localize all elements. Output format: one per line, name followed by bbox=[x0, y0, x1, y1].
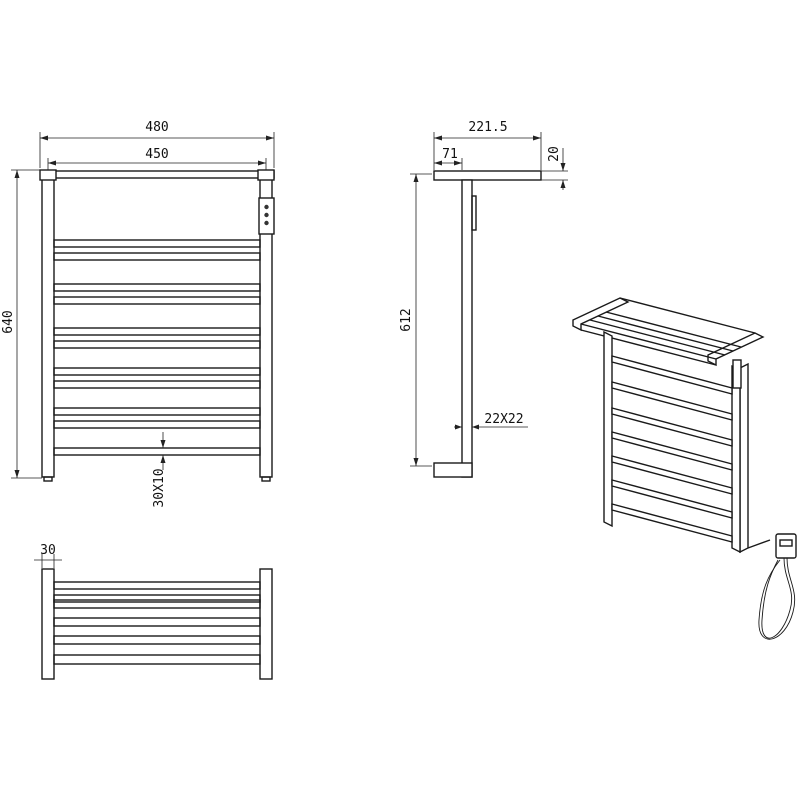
side-top-shelf bbox=[433, 170, 542, 181]
dim-20: 20 bbox=[541, 146, 568, 190]
top-bar bbox=[53, 617, 261, 627]
front-rungs bbox=[53, 239, 261, 456]
side-view: 221.5 71 20 612 bbox=[399, 120, 568, 478]
front-left-foot bbox=[43, 476, 53, 482]
dim-71: 71 bbox=[434, 147, 463, 170]
side-bracket bbox=[471, 195, 477, 231]
control-button-1 bbox=[264, 204, 269, 210]
top-view: 30 bbox=[34, 543, 273, 680]
front-top-shelf bbox=[41, 170, 275, 179]
dim-label-overall-width: 480 bbox=[145, 120, 168, 135]
rung bbox=[53, 380, 261, 389]
rung bbox=[53, 296, 261, 305]
iso-shelf-left-end bbox=[572, 297, 630, 332]
rung bbox=[53, 367, 261, 376]
dim-612: 612 bbox=[399, 173, 432, 467]
control-button-3 bbox=[264, 220, 269, 226]
dim-label-side-height: 612 bbox=[399, 308, 414, 331]
rung bbox=[53, 420, 261, 429]
front-left-cap bbox=[39, 169, 57, 181]
control-button-2 bbox=[264, 212, 269, 218]
dim-label-depth: 221.5 bbox=[468, 120, 507, 135]
front-right-cap bbox=[257, 169, 275, 181]
dim-640: 640 bbox=[1, 169, 42, 479]
top-left-post bbox=[41, 568, 55, 680]
dim-30: 30 bbox=[34, 543, 62, 568]
top-bar bbox=[53, 635, 261, 645]
side-foot bbox=[433, 462, 473, 478]
rung bbox=[53, 283, 261, 292]
dim-22x22: 22X22 bbox=[454, 412, 528, 430]
dim-480: 480 bbox=[39, 120, 275, 168]
rung bbox=[53, 340, 261, 349]
isometric-view bbox=[572, 297, 797, 640]
rung bbox=[53, 407, 261, 416]
front-view: 480 450 640 30X10 bbox=[1, 120, 275, 508]
dim-label-overall-height: 640 bbox=[1, 310, 16, 333]
dim-label-top-depth: 30 bbox=[40, 543, 56, 558]
plug-and-cord bbox=[747, 533, 797, 640]
dim-label-shelf-thickness: 20 bbox=[547, 146, 562, 162]
top-bar bbox=[53, 581, 261, 590]
dim-221-5: 221.5 bbox=[433, 120, 542, 170]
top-bar bbox=[53, 594, 261, 603]
dim-label-offset: 71 bbox=[442, 147, 458, 162]
top-bar bbox=[53, 599, 261, 609]
dim-label-tube-section: 22X22 bbox=[484, 412, 523, 427]
dim-450: 450 bbox=[47, 147, 267, 170]
iso-rungs bbox=[611, 355, 733, 543]
iso-control-box bbox=[732, 359, 742, 389]
dim-30x10: 30X10 bbox=[152, 432, 167, 508]
dim-label-bar-section: 30X10 bbox=[152, 468, 167, 507]
dim-label-bar-width: 450 bbox=[145, 147, 168, 162]
side-post bbox=[461, 179, 473, 478]
front-left-post bbox=[41, 175, 55, 478]
rung bbox=[53, 327, 261, 336]
rung bbox=[53, 447, 261, 456]
top-bar bbox=[53, 654, 261, 665]
rung bbox=[53, 252, 261, 261]
top-right-post bbox=[259, 568, 273, 680]
front-right-foot bbox=[261, 476, 271, 482]
rung bbox=[53, 239, 261, 248]
